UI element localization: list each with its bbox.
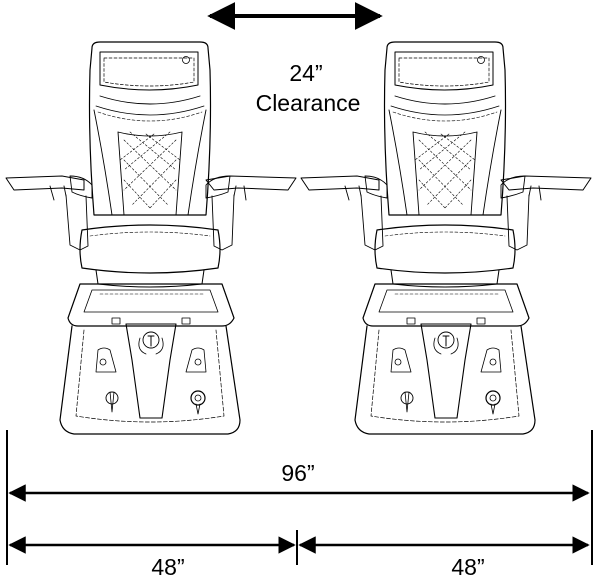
clearance-word-label: Clearance xyxy=(255,90,361,116)
clearance-value-label: 24” xyxy=(289,60,323,86)
left-width-label: 48” xyxy=(151,554,185,580)
total-width-label: 96” xyxy=(281,460,315,486)
right-width-label: 48” xyxy=(451,554,485,580)
